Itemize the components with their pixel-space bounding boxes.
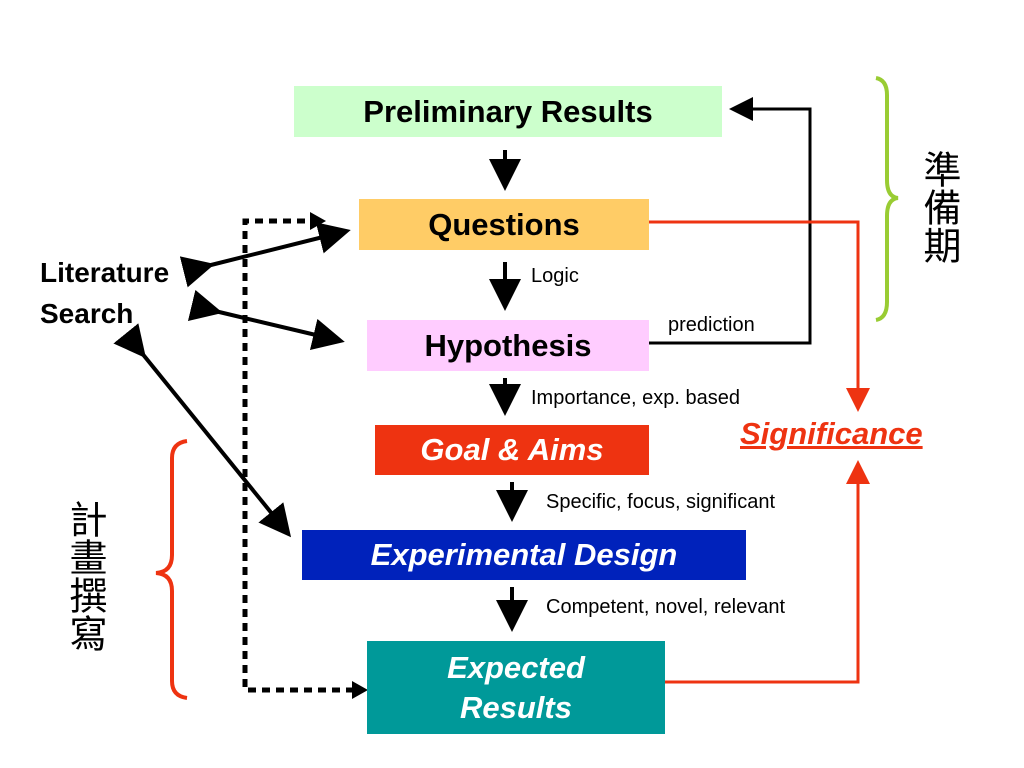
goal-aims-box: Goal & Aims: [375, 425, 649, 475]
prediction-label: prediction: [668, 314, 755, 336]
expected-results-label-line1: Expected: [447, 649, 585, 685]
preliminary-results-box: Preliminary Results: [294, 86, 722, 137]
proposal-writing-label: 計畫撰寫: [63, 500, 107, 652]
competent-label: Competent, novel, relevant: [546, 596, 786, 618]
prediction-feedback-line: [649, 97, 812, 345]
expected-results-label-line2: Results: [460, 689, 572, 725]
preparation-phase-label: 準備期: [917, 150, 961, 264]
goal-aims-label: Goal & Aims: [420, 432, 604, 467]
importance-label: Importance, exp. based: [531, 387, 741, 409]
literature-search-label-line2: Search: [40, 298, 134, 329]
dotted-loop-line: [242, 218, 354, 693]
experimental-design-box: Experimental Design: [302, 530, 746, 580]
questions-label: Questions: [428, 206, 580, 242]
significance-label: Significance: [740, 416, 923, 451]
arrow-literature-hypothesis: [187, 289, 345, 351]
red-line-questions-significance: [649, 220, 870, 412]
expected-results-box: Expected Results: [367, 641, 665, 734]
specific-label: Specific, focus, significant: [546, 491, 775, 513]
literature-search-label-line1: Literature: [40, 257, 170, 288]
dotted-loop-head-top: [310, 212, 326, 230]
red-brace: [155, 439, 188, 700]
experimental-design-label: Experimental Design: [370, 537, 678, 572]
arrow-literature-design: [113, 323, 292, 538]
logic-label: Logic: [531, 265, 579, 287]
preliminary-results-label: Preliminary Results: [363, 93, 653, 129]
dotted-loop-head-bottom: [352, 681, 368, 699]
hypothesis-box: Hypothesis: [367, 320, 649, 371]
hypothesis-label: Hypothesis: [424, 327, 592, 363]
arrow-literature-questions: [179, 222, 351, 288]
red-line-expected-significance: [665, 460, 870, 684]
green-brace: [875, 76, 899, 322]
questions-box: Questions: [359, 199, 649, 250]
